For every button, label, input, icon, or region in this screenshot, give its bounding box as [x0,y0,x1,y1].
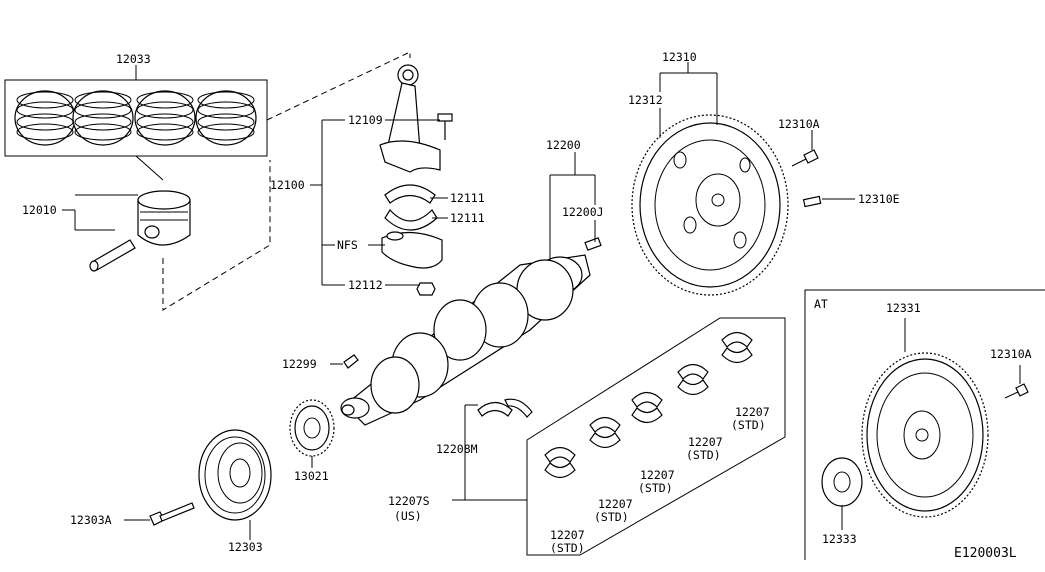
main-bearing-4 [677,363,709,396]
reinforcement-plate [821,457,863,507]
label-reinforcement: 12333 [822,532,857,546]
label-pulley-bolt: 12303A [70,513,112,527]
piston-pin [89,239,136,272]
label-pilot-bushing: 12200J [562,205,604,219]
label-main-bearing-std-1: 12207 [550,528,585,542]
drive-plate [861,352,989,518]
label-piston: 12010 [22,203,57,217]
pilot-bushing [584,237,602,251]
label-main-bearing-std-3: 12207 [640,468,675,482]
label-at-section: AT [814,297,828,311]
pulley-bolt [149,502,195,526]
label-main-bearing-us: 12207S [388,494,430,508]
thrust-washers [477,398,533,418]
conrod-cap [381,231,443,269]
label-crankshaft: 12200 [546,138,581,152]
label-conrod-assy: 12100 [270,178,305,192]
label-main-bearing-us-sub: (US) [394,509,422,523]
conrod-nut [416,282,436,296]
label-diagram-code: E120003L [954,546,1017,561]
piston-ring-set-2 [72,90,134,146]
flywheel-bolt [791,149,819,167]
label-main-bearing-std-2-sub: (STD) [594,510,629,524]
main-bearing-1 [544,446,576,479]
label-conrod-nut: 12112 [348,278,383,292]
label-flywheel-dowel: 12310E [858,192,900,206]
conrod-bearing-lower [384,209,438,231]
label-nfs: NFS [337,238,358,252]
label-thrust-washer: 12208M [436,442,478,456]
label-main-bearing-std-1-sub: (STD) [550,541,585,555]
label-conrod-bolt: 12109 [348,113,383,127]
piston-ring-set-3 [134,90,196,146]
piston [137,190,191,246]
label-sprocket: 13021 [294,469,329,483]
label-flywheel-bolt: 12310A [778,117,820,131]
connecting-rod [379,64,453,173]
piston-ring-set-1 [14,90,76,146]
at-section-box [804,289,1045,560]
drive-plate-bolt [1004,383,1029,399]
main-bearing-2 [589,416,621,449]
crank-pulley [198,429,272,521]
main-bearings-box [526,317,786,556]
label-rings: 12033 [116,52,151,66]
main-bearing-3 [631,391,663,424]
label-pulley: 12303 [228,540,263,554]
label-conrod-bearing-1: 12111 [450,191,485,205]
label-main-bearing-std-5: 12207 [735,405,770,419]
piston-rings-group [4,65,268,181]
conrod-bearing-upper [384,184,436,204]
label-main-bearing-std-2: 12207 [598,497,633,511]
flywheel [631,114,789,296]
label-flywheel-assy: 12310 [662,50,697,64]
label-main-bearing-std-4-sub: (STD) [686,448,721,462]
label-conrod-bearing-2: 12111 [450,211,485,225]
label-main-bearing-std-5-sub: (STD) [731,418,766,432]
crank-key [343,354,359,369]
label-main-bearing-std-4: 12207 [688,435,723,449]
crankshaft [340,254,591,426]
label-drive-plate: 12331 [886,301,921,315]
label-key: 12299 [282,357,317,371]
piston-ring-set-4 [195,90,257,146]
label-main-bearing-std-3-sub: (STD) [638,481,673,495]
label-flywheel-ring: 12312 [628,93,663,107]
label-drive-plate-bolt: 12310A [990,347,1032,361]
main-bearing-5 [721,331,753,364]
flywheel-dowel [802,195,822,208]
crank-sprocket [289,399,335,457]
